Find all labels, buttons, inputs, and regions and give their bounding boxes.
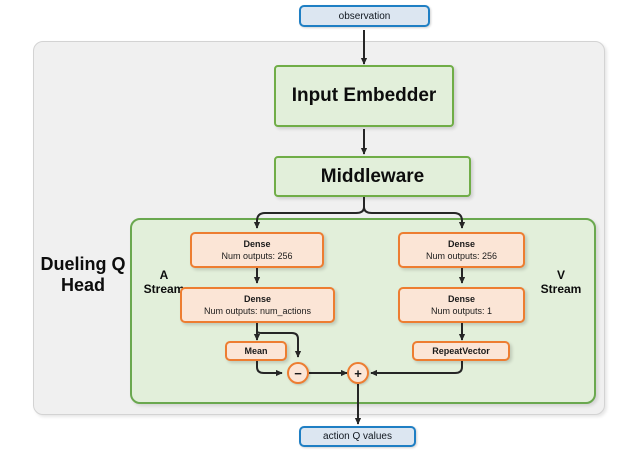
action-q-values-label: action Q values bbox=[323, 431, 392, 442]
v-stream-dense-2[interactable]: Dense Num outputs: 1 bbox=[398, 287, 525, 323]
mean-label: Mean bbox=[244, 346, 268, 356]
v-stream-line2: Stream bbox=[540, 282, 582, 297]
observation-node[interactable]: observation bbox=[299, 5, 430, 27]
advantage-stream-label: A Stream bbox=[138, 268, 190, 296]
a-dense1-subtitle: Num outputs: 256 bbox=[221, 251, 293, 261]
a-stream-dense-2[interactable]: Dense Num outputs: num_actions bbox=[180, 287, 335, 323]
a-dense2-title: Dense bbox=[243, 294, 271, 304]
subtract-operator[interactable]: − bbox=[287, 362, 309, 384]
mean-node[interactable]: Mean bbox=[225, 341, 287, 361]
dueling-q-head-label: Dueling Q Head bbox=[36, 254, 130, 296]
subtract-symbol: − bbox=[294, 365, 302, 381]
action-q-values-node[interactable]: action Q values bbox=[299, 426, 416, 447]
a-dense2-subtitle: Num outputs: num_actions bbox=[203, 306, 312, 316]
v-dense2-subtitle: Num outputs: 1 bbox=[430, 306, 493, 316]
middleware-label: Middleware bbox=[320, 165, 425, 187]
a-stream-line1: A bbox=[159, 268, 169, 282]
repeat-vector-node[interactable]: RepeatVector bbox=[412, 341, 510, 361]
add-operator[interactable]: + bbox=[347, 362, 369, 384]
observation-label: observation bbox=[338, 10, 391, 22]
repeat-vector-label: RepeatVector bbox=[432, 346, 490, 356]
a-stream-line2: Stream bbox=[143, 282, 185, 297]
v-dense2-title: Dense bbox=[447, 294, 475, 304]
add-symbol: + bbox=[354, 365, 362, 381]
v-dense1-subtitle: Num outputs: 256 bbox=[425, 251, 498, 261]
a-dense1-title: Dense bbox=[243, 239, 271, 249]
input-embedder-label: Input Embedder bbox=[291, 85, 437, 106]
head-label-line2: Head bbox=[60, 275, 105, 296]
input-embedder-node[interactable]: Input Embedder bbox=[274, 65, 454, 127]
v-dense1-title: Dense bbox=[447, 239, 475, 249]
v-stream-line1: V bbox=[556, 268, 565, 282]
value-stream-label: V Stream bbox=[535, 268, 587, 296]
a-stream-dense-1[interactable]: Dense Num outputs: 256 bbox=[190, 232, 324, 268]
v-stream-dense-1[interactable]: Dense Num outputs: 256 bbox=[398, 232, 525, 268]
head-label-line1: Dueling Q bbox=[40, 254, 126, 274]
middleware-node[interactable]: Middleware bbox=[274, 156, 471, 197]
